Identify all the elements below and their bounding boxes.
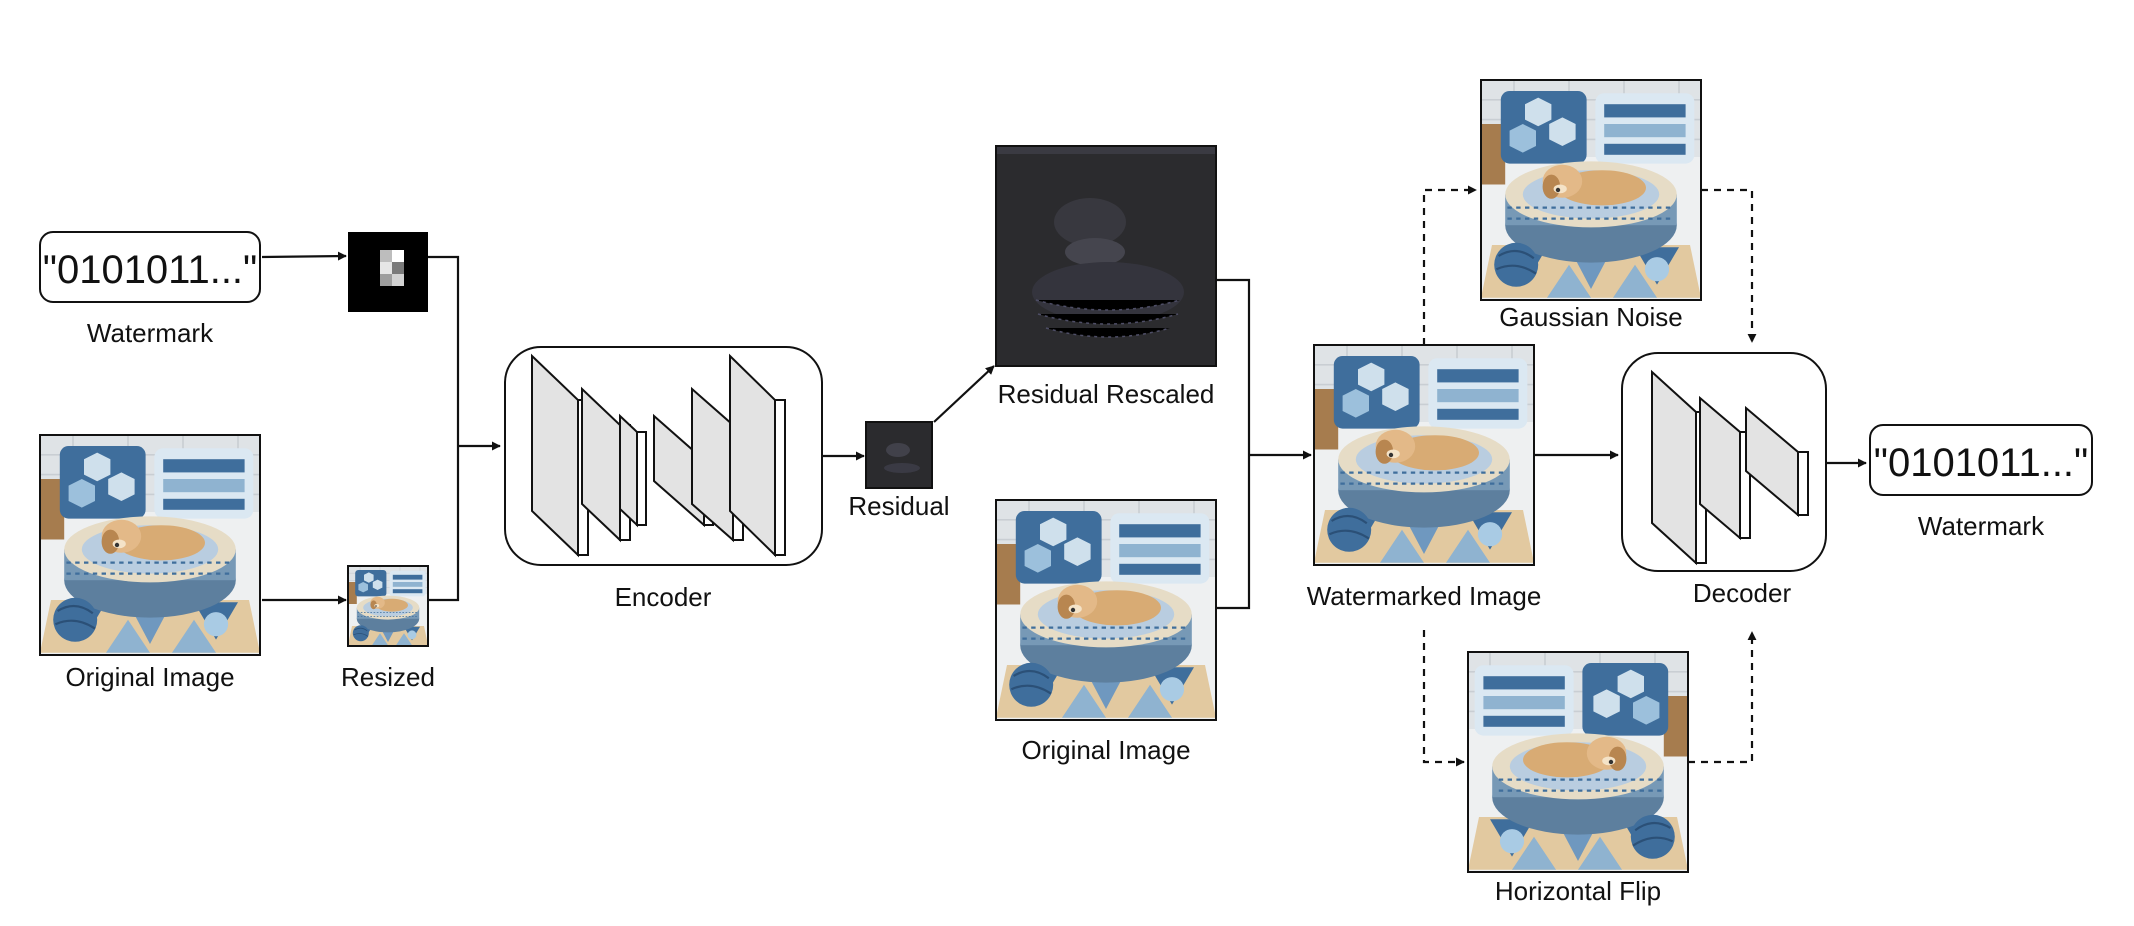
decoder-label: Decoder <box>1693 578 1792 608</box>
residual-to-rescaled-arrow <box>933 365 995 423</box>
watermark-output-text: "0101011..." <box>1874 441 2089 485</box>
horizontal-flip-label: Horizontal Flip <box>1495 876 1661 906</box>
original-image-middle <box>994 498 1218 722</box>
residual-rescaled-label: Residual Rescaled <box>998 379 1215 409</box>
resized-image <box>347 565 429 647</box>
original-image-left-label: Original Image <box>65 662 234 692</box>
residual-rescaled-image <box>995 145 1217 367</box>
watermark-input-label: Watermark <box>87 318 214 348</box>
gaussian-noise-image <box>1479 78 1703 302</box>
watermark-input-box <box>39 231 261 303</box>
gaussian-noise-label: Gaussian Noise <box>1499 302 1683 332</box>
encoder-block <box>504 346 823 566</box>
watermark-output-box <box>1869 424 2093 496</box>
watermark-pattern-icon <box>348 232 428 312</box>
watermark-output-label: Watermark <box>1918 511 2045 541</box>
left-connectors <box>261 251 501 605</box>
augmentation-paths <box>1422 185 1757 767</box>
residual-label: Residual <box>848 491 949 521</box>
residual-image <box>865 421 933 489</box>
horizontal-flip-image <box>1466 650 1690 874</box>
resized-label: Resized <box>341 662 435 692</box>
watermarked-image-label: Watermarked Image <box>1307 581 1542 611</box>
original-image-left <box>38 433 262 657</box>
watermark-input-text: "0101011..." <box>43 248 258 292</box>
original-image-middle-label: Original Image <box>1021 735 1190 765</box>
encoder-label: Encoder <box>615 582 712 612</box>
decoder-block <box>1621 352 1827 572</box>
watermarked-image <box>1312 343 1536 567</box>
merge-connectors <box>1216 278 1312 610</box>
